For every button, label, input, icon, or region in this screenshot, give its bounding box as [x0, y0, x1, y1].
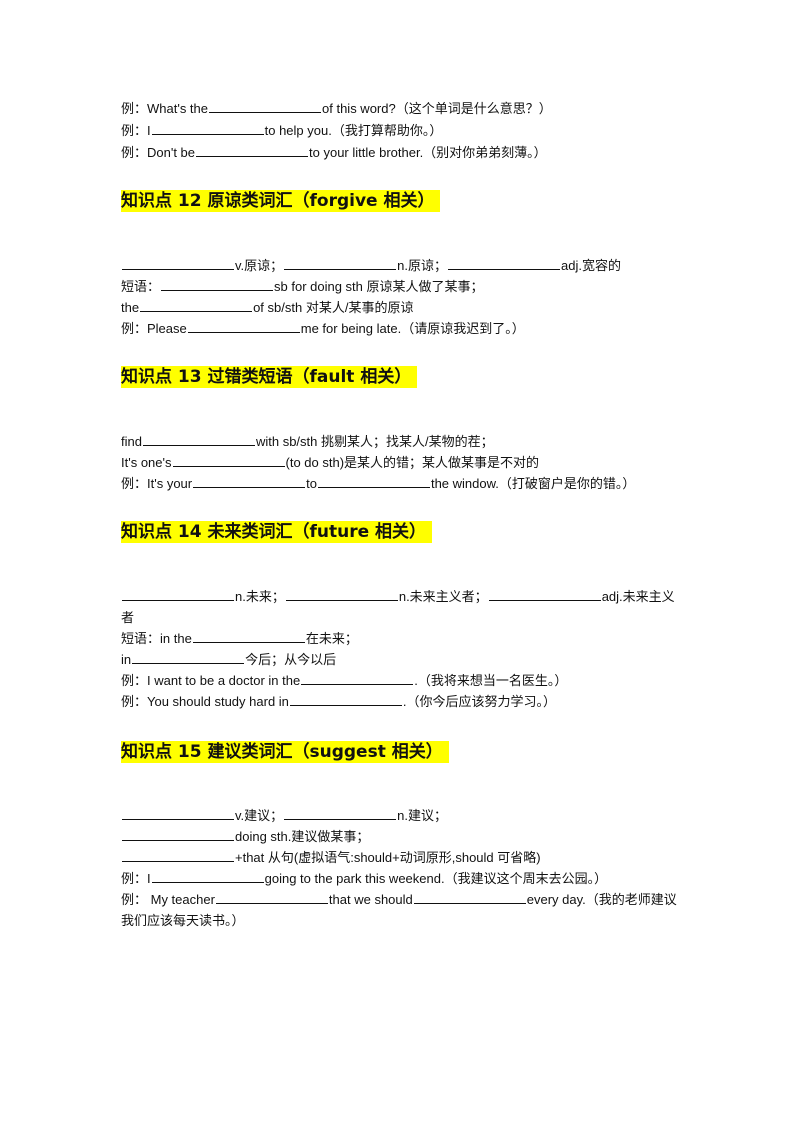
s14-line-2: 短语：in the 在未来；: [121, 629, 681, 648]
s13-line-1: find with sb/sth 挑剔某人；找某人/某物的茬；: [121, 432, 681, 451]
text: to: [306, 476, 317, 491]
text: me for being late.（请原谅我迟到了。）: [300, 321, 525, 336]
text: that we should: [328, 892, 413, 907]
text: 例：You should study hard in: [121, 694, 289, 709]
fill-blank: [142, 432, 255, 446]
fill-blank: [132, 650, 245, 664]
fill-blank: [196, 143, 309, 157]
s15-line-2: doing sth.建议做某事；: [121, 827, 681, 846]
section-12-heading: 知识点 12 原谅类词汇（forgive 相关）: [121, 190, 441, 212]
text: (to do sth)是某人的错；某人做某事是不对的: [285, 455, 540, 470]
text: of this word?（这个单词是什么意思？）: [322, 101, 552, 116]
fill-blank: [215, 890, 328, 904]
fill-blank: [193, 474, 306, 488]
section-13-heading: 知识点 13 过错类短语（fault 相关）: [121, 366, 418, 388]
fill-blank: [448, 256, 560, 270]
fill-blank: [209, 99, 322, 113]
s15-line-4: 例：I going to the park this weekend.（我建议这个…: [121, 869, 681, 888]
fill-blank: [284, 806, 397, 820]
text: going to the park this weekend.（我建议这个周末去…: [264, 871, 608, 886]
fill-blank: [122, 587, 234, 601]
text: n.未来；: [235, 589, 285, 604]
text: 例：It's your: [121, 476, 193, 491]
text: of sb/sth 对某人/某事的原谅: [253, 300, 414, 315]
text: 今后；从今以后: [245, 652, 337, 667]
text: .（我将来想当一名医生。）: [414, 673, 568, 688]
fill-blank: [122, 256, 234, 270]
text: v.原谅；: [235, 258, 284, 273]
fill-blank: [301, 671, 414, 685]
s12-line-1: v.原谅； n.原谅； adj.宽容的: [121, 256, 681, 275]
s15-line-1: v.建议； n.建议；: [121, 806, 681, 825]
text: sb for doing sth 原谅某人做了某事；: [274, 279, 484, 294]
fill-blank: [413, 890, 526, 904]
text: every day.（我的老师建议我们应该每天读书。）: [121, 892, 677, 928]
text: with sb/sth 挑剔某人；找某人/某物的茬；: [255, 434, 494, 449]
section-15-heading: 知识点 15 建议类词汇（suggest 相关）: [121, 741, 449, 763]
fill-blank: [151, 869, 264, 883]
text: n.未来主义者；: [398, 589, 488, 604]
fill-blank: [192, 629, 305, 643]
text: the: [121, 300, 140, 315]
text: find: [121, 434, 142, 449]
text: 例：I: [121, 123, 151, 138]
text: 例： My teacher: [121, 892, 215, 907]
s12-line-3: the of sb/sth 对某人/某事的原谅: [121, 298, 681, 317]
fill-blank: [187, 319, 300, 333]
text: 例：I: [121, 871, 151, 886]
text: +that 从句(虚拟语气:should+动词原形,should 可省略): [235, 850, 541, 865]
fill-blank: [161, 277, 274, 291]
s14-line-5: 例：You should study hard in .（你今后应该努力学习。）: [121, 692, 681, 711]
s13-line-2: It's one's (to do sth)是某人的错；某人做某事是不对的: [121, 453, 681, 472]
text: 例：What's the: [121, 101, 209, 116]
fill-blank: [488, 587, 601, 601]
text: 例：Please: [121, 321, 187, 336]
text: the window.（打破窗户是你的错。）: [430, 476, 636, 491]
s12-line-4: 例：Please me for being late.（请原谅我迟到了。）: [121, 319, 681, 338]
fill-blank: [172, 453, 285, 467]
fill-blank: [122, 806, 234, 820]
text: It's one's: [121, 455, 172, 470]
fill-blank: [285, 587, 398, 601]
text: to help you.（我打算帮助你。）: [264, 123, 443, 138]
fill-blank: [122, 848, 234, 862]
section-14-heading: 知识点 14 未来类词汇（future 相关）: [121, 521, 433, 543]
s12-line-2: 短语： sb for doing sth 原谅某人做了某事；: [121, 277, 681, 296]
fill-blank: [284, 256, 397, 270]
text: .（你今后应该努力学习。）: [402, 694, 557, 709]
text: to your little brother.（别对你弟弟刻薄。）: [309, 145, 547, 160]
text: adj.宽容的: [561, 258, 621, 273]
text: n.建议；: [397, 808, 447, 823]
text: n.原谅；: [397, 258, 447, 273]
s14-line-3: in 今后；从今以后: [121, 650, 681, 669]
fill-blank: [122, 827, 234, 841]
intro-example-3: 例：Don't be to your little brother.（别对你弟弟刻…: [121, 143, 681, 162]
text: in: [121, 652, 132, 667]
fill-blank: [317, 474, 430, 488]
s13-line-3: 例：It's your to the window.（打破窗户是你的错。）: [121, 474, 681, 493]
s15-line-3: +that 从句(虚拟语气:should+动词原形,should 可省略): [121, 848, 681, 867]
text: 短语：in the: [121, 631, 192, 646]
s14-line-1: n.未来； n.未来主义者；adj.未来主义者: [121, 586, 681, 628]
fill-blank: [289, 692, 402, 706]
text: doing sth.建议做某事；: [235, 829, 370, 844]
text: v.建议；: [235, 808, 284, 823]
intro-example-1: 例：What's the of this word?（这个单词是什么意思？）: [121, 99, 681, 118]
text: 在未来；: [305, 631, 358, 646]
fill-blank: [140, 298, 253, 312]
text: 例：I want to be a doctor in the: [121, 673, 301, 688]
intro-example-2: 例：I to help you.（我打算帮助你。）: [121, 121, 681, 140]
fill-blank: [151, 121, 264, 135]
text: 例：Don't be: [121, 145, 196, 160]
text: 短语：: [121, 279, 161, 294]
s14-line-4: 例：I want to be a doctor in the .（我将来想当一名医…: [121, 671, 681, 690]
text: adj.未来主义者: [121, 589, 675, 625]
